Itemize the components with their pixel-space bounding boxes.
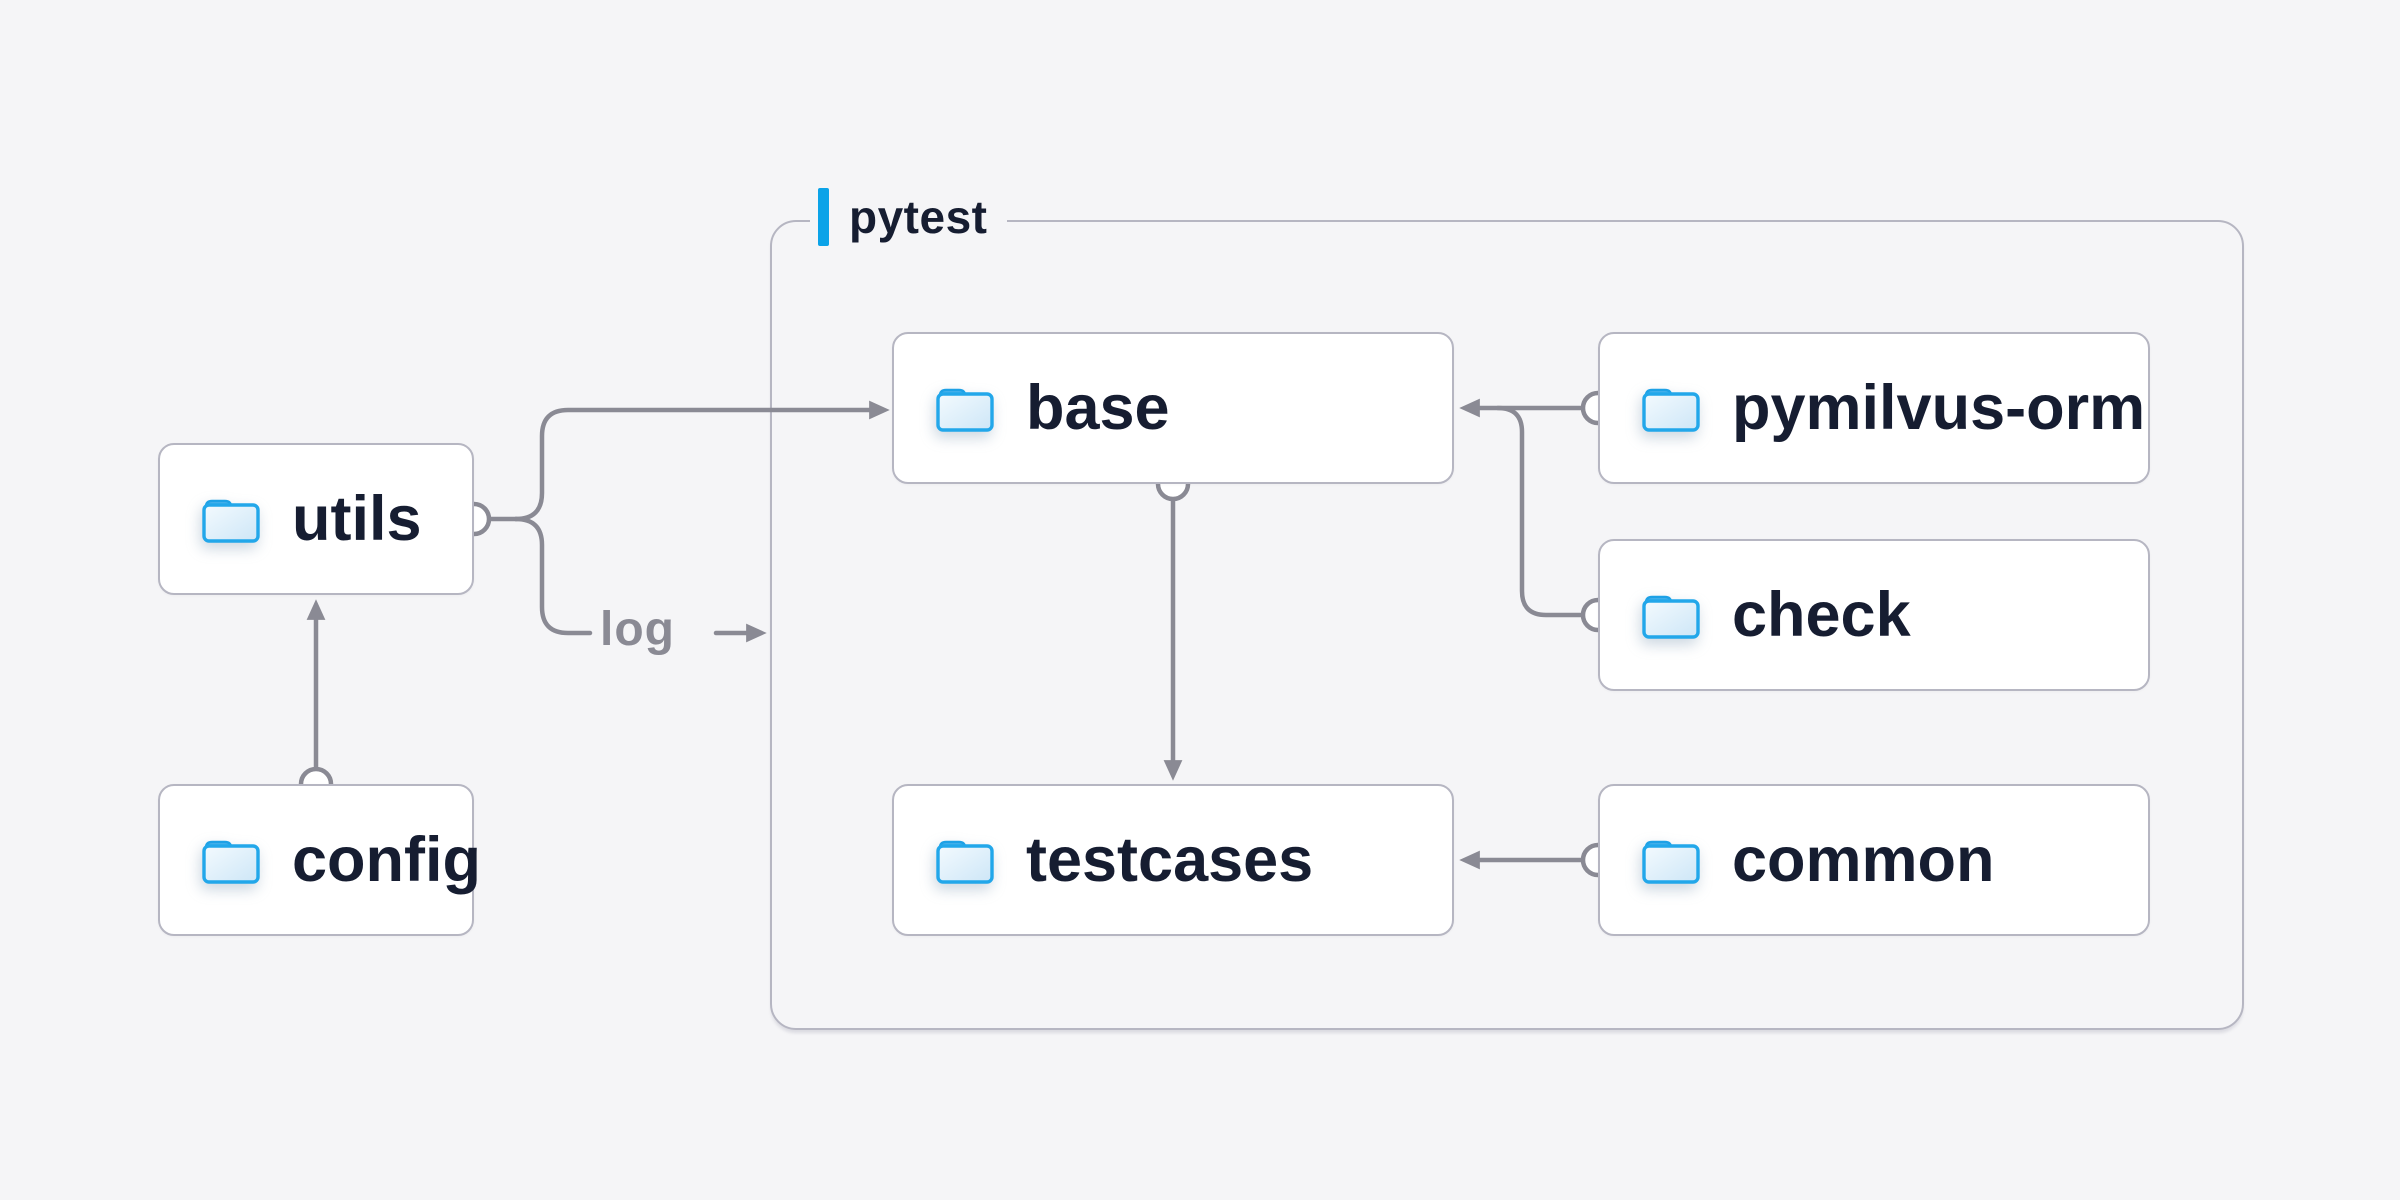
edge-utils-log	[513, 516, 593, 636]
folder-icon	[200, 494, 262, 544]
pytest-group-label: pytest	[810, 184, 1008, 250]
accent-bar	[818, 188, 829, 246]
node-check: check	[1598, 539, 2150, 691]
folder-icon	[200, 835, 262, 885]
node-label: utils	[292, 483, 422, 554]
folder-icon	[1640, 383, 1702, 433]
node-label: pymilvus-orm	[1732, 372, 2146, 443]
folder-icon	[1640, 835, 1702, 885]
node-label: base	[1026, 372, 1170, 443]
folder-icon	[934, 835, 996, 885]
pytest-group-container	[770, 220, 2244, 1030]
node-testcases: testcases	[892, 784, 1454, 936]
node-common: common	[1598, 784, 2150, 936]
group-label-text: pytest	[849, 191, 988, 243]
edge-utils-base	[513, 400, 890, 522]
edge-check-base	[1495, 405, 1586, 618]
node-pymilvus-orm: pymilvus-orm	[1598, 332, 2150, 484]
node-base: base	[892, 332, 1454, 484]
node-config: config	[158, 784, 481, 936]
edge-label-log: log	[600, 603, 675, 656]
node-label: config	[292, 824, 481, 895]
folder-icon	[934, 383, 996, 433]
folder-icon	[1640, 590, 1702, 640]
node-label: common	[1732, 824, 1995, 895]
node-label: check	[1732, 579, 1911, 650]
node-label: testcases	[1026, 824, 1314, 895]
node-utils: utils	[158, 443, 474, 595]
